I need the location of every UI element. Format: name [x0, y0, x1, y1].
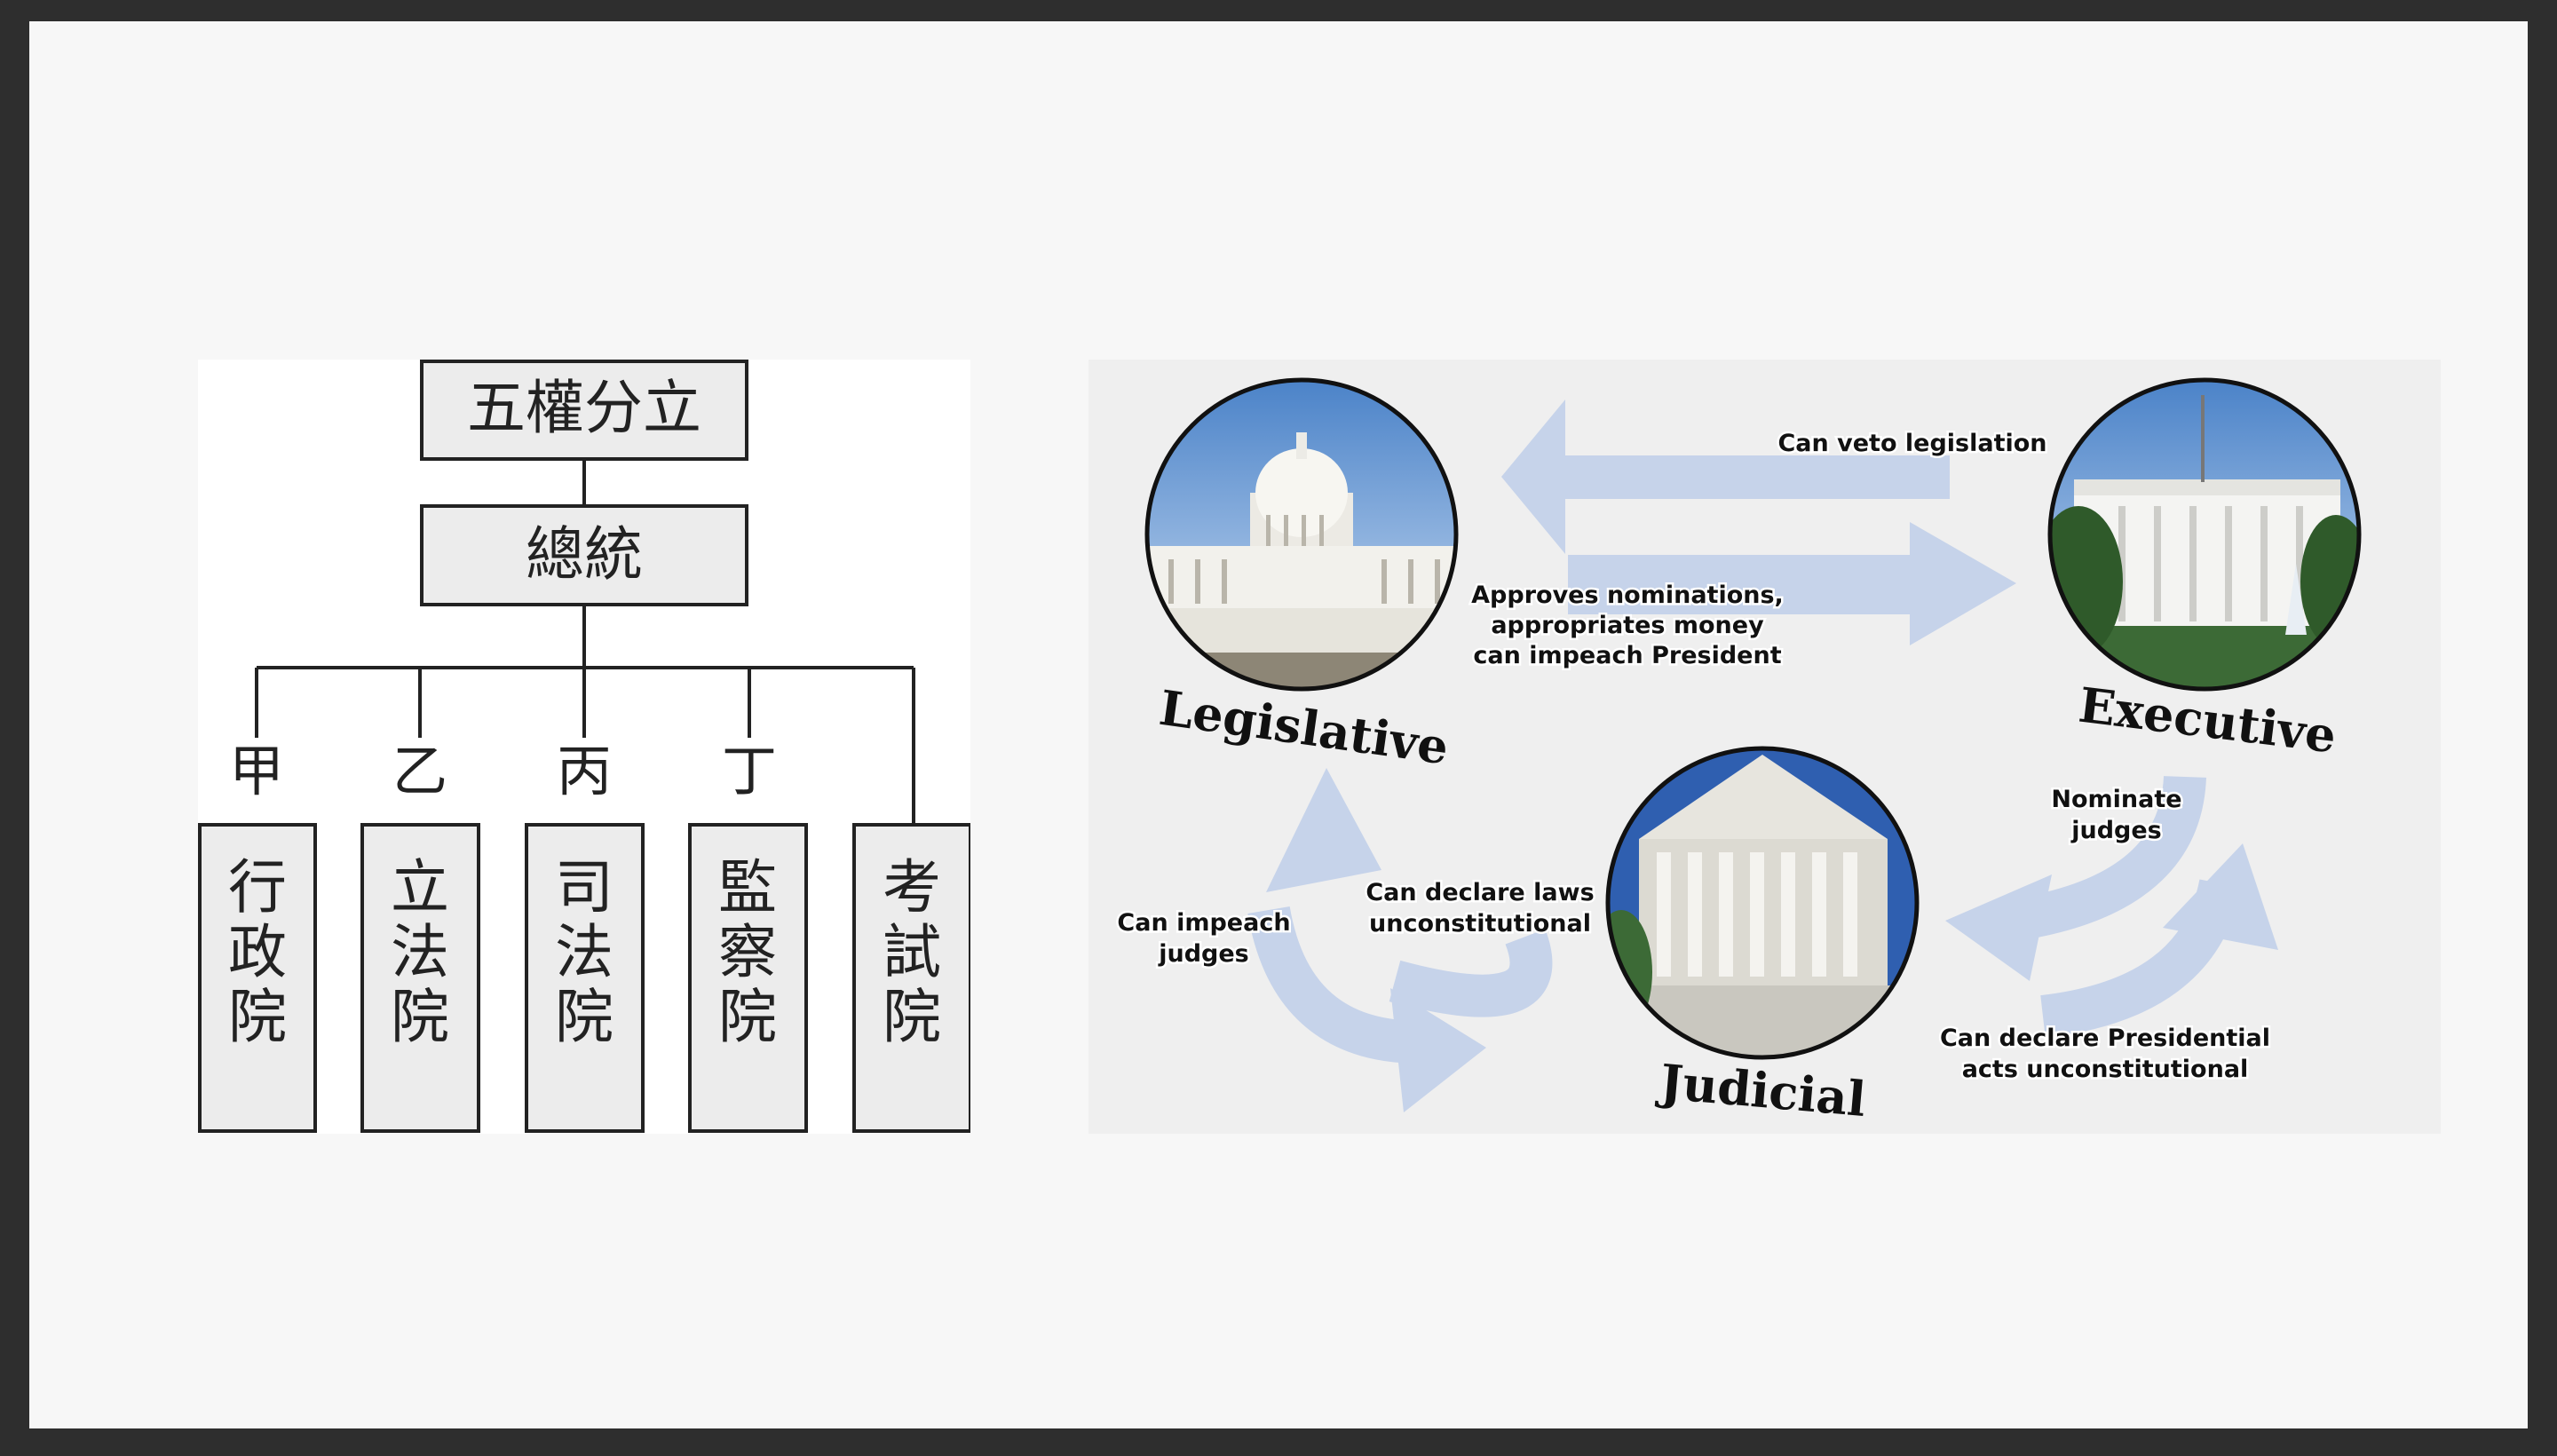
branch-char: 法 — [555, 918, 614, 986]
arrow-head — [2163, 843, 2278, 950]
branch-char: 考 — [883, 853, 941, 922]
branch-letter: 丁 — [722, 739, 777, 803]
declare-laws-label-line: unconstitutional — [1369, 910, 1591, 938]
branch-names: 行 政 院 立 法 院 司 法 院 監 察 院 考 試 院 — [228, 853, 941, 1051]
supreme-court-image — [1605, 746, 1920, 1060]
branch-char: 行 — [228, 853, 287, 922]
president-box — [420, 504, 748, 606]
nominate-label-line: judges — [2070, 817, 2162, 844]
branch-char: 院 — [228, 983, 287, 1051]
declare-laws-arrow — [1389, 929, 1553, 1017]
branch-box — [525, 823, 645, 1133]
root-box — [420, 360, 748, 461]
curved-arrows — [1247, 775, 2242, 1064]
branch-box — [852, 823, 970, 1133]
branch-letter: 乙 — [392, 739, 447, 803]
root-label: 五權分立 — [467, 374, 701, 442]
checks-balances-svg: Legislative Executive Judicial Can veto … — [1115, 377, 2362, 1128]
branch-letter-row: 甲 乙 丙 丁 — [229, 739, 777, 803]
branch-char: 院 — [718, 983, 777, 1051]
branch-char: 司 — [555, 853, 614, 922]
branch-char: 法 — [391, 918, 449, 986]
legislative-title: Legislative — [1156, 679, 1452, 776]
approves-label-line: can impeach President — [1473, 642, 1781, 669]
impeach-judges-label-line: judges — [1158, 940, 1249, 968]
five-power-chart: 五權分立 總統 甲 乙 丙 丁 行 政 院 立 — [198, 360, 970, 1134]
connector-lines — [255, 459, 915, 825]
declare-laws-label-line: Can declare laws — [1366, 879, 1594, 906]
relation-labels: Can veto legislation Approves nomination… — [1115, 428, 2273, 1086]
slide: 五權分立 總統 甲 乙 丙 丁 行 政 院 立 — [29, 21, 2528, 1428]
branch-char: 監 — [718, 853, 777, 922]
arrow-head — [1266, 768, 1381, 892]
relation-arrows — [1501, 400, 2016, 645]
approves-arrow — [1568, 522, 2016, 645]
approves-label-line: appropriates money — [1491, 612, 1764, 639]
branch-char: 立 — [391, 853, 449, 922]
arrow-heads — [1266, 768, 2278, 1112]
five-power-svg: 五權分立 總統 甲 乙 丙 丁 行 政 院 立 — [198, 360, 970, 1133]
branch-box — [198, 823, 317, 1133]
impeach-judges-label-line: Can impeach — [1117, 909, 1290, 937]
branch-box — [360, 823, 480, 1133]
branch-char: 政 — [228, 918, 287, 986]
nominate-label-line: Nominate — [2051, 786, 2181, 813]
president-label: 總統 — [526, 520, 643, 589]
arrow-head — [1390, 988, 1486, 1112]
branch-boxes — [198, 823, 970, 1133]
declare-presidential-label-line: acts unconstitutional — [1962, 1056, 2249, 1083]
checks-balances-diagram: Legislative Executive Judicial Can veto … — [1089, 360, 2441, 1134]
declare-presidential-label-line: Can declare Presidential — [1940, 1025, 2270, 1052]
judicial-title: Judicial — [1654, 1053, 1868, 1128]
veto-arrow — [1501, 400, 1950, 554]
branch-char: 院 — [555, 983, 614, 1051]
approves-label-line: Approves nominations, — [1471, 582, 1784, 609]
veto-label: Can veto legislation — [1777, 430, 2046, 457]
branch-char: 院 — [883, 983, 941, 1051]
branch-char: 院 — [391, 983, 449, 1051]
branch-char: 試 — [883, 918, 941, 986]
branch-letter: 丙 — [557, 739, 612, 803]
branch-char: 察 — [718, 918, 777, 986]
capitol-image — [1144, 377, 1459, 692]
arrow-head — [1945, 874, 2052, 981]
white-house-image — [2047, 377, 2362, 692]
nominate-arrow — [2016, 775, 2206, 940]
branch-letter: 甲 — [229, 739, 284, 803]
branch-box — [688, 823, 808, 1133]
